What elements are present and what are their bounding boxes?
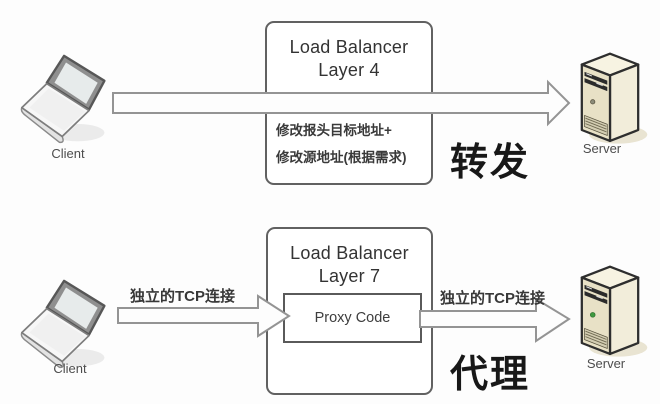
balancer-title-line1: Load Balancer <box>289 37 409 57</box>
server-label-bottom: Server <box>586 356 626 371</box>
tcp-connection-label-left: 独立的TCP连接 <box>130 288 236 305</box>
balancer-title-line2: Layer 4 <box>318 60 380 80</box>
load-balancer-layer4-title: Load Balancer Layer 4 <box>267 23 431 82</box>
forward-arrow <box>112 79 571 127</box>
server-icon-top <box>580 52 648 144</box>
rewrite-note-line2: 修改源地址(根据需求) <box>276 150 407 165</box>
server-label-top: Server <box>582 141 622 156</box>
balancer-title-line2: Layer 7 <box>318 266 381 286</box>
balancer-title-line1: Load Balancer <box>290 243 409 263</box>
client-laptop-icon-bottom <box>20 279 106 369</box>
proxy-inbound-arrow <box>117 294 291 338</box>
load-balancer-layer7-title: Load Balancer Layer 7 <box>268 229 431 288</box>
client-laptop-icon <box>20 54 106 144</box>
mode-label-proxy: 代理 <box>450 354 531 396</box>
rewrite-note-line1: 修改报头目标地址+ <box>276 123 392 138</box>
server-icon-bottom <box>580 265 648 357</box>
client-label-top: Client <box>51 146 85 161</box>
tcp-connection-label-right: 独立的TCP连接 <box>440 290 546 307</box>
load-balancer-layer7-box: Load Balancer Layer 7 Proxy Code <box>266 227 433 395</box>
proxy-code-box: Proxy Code <box>283 293 422 343</box>
mode-label-forwarding: 转发 <box>450 142 531 184</box>
client-label-bottom: Client <box>53 361 87 376</box>
proxy-outbound-arrow <box>419 297 571 343</box>
